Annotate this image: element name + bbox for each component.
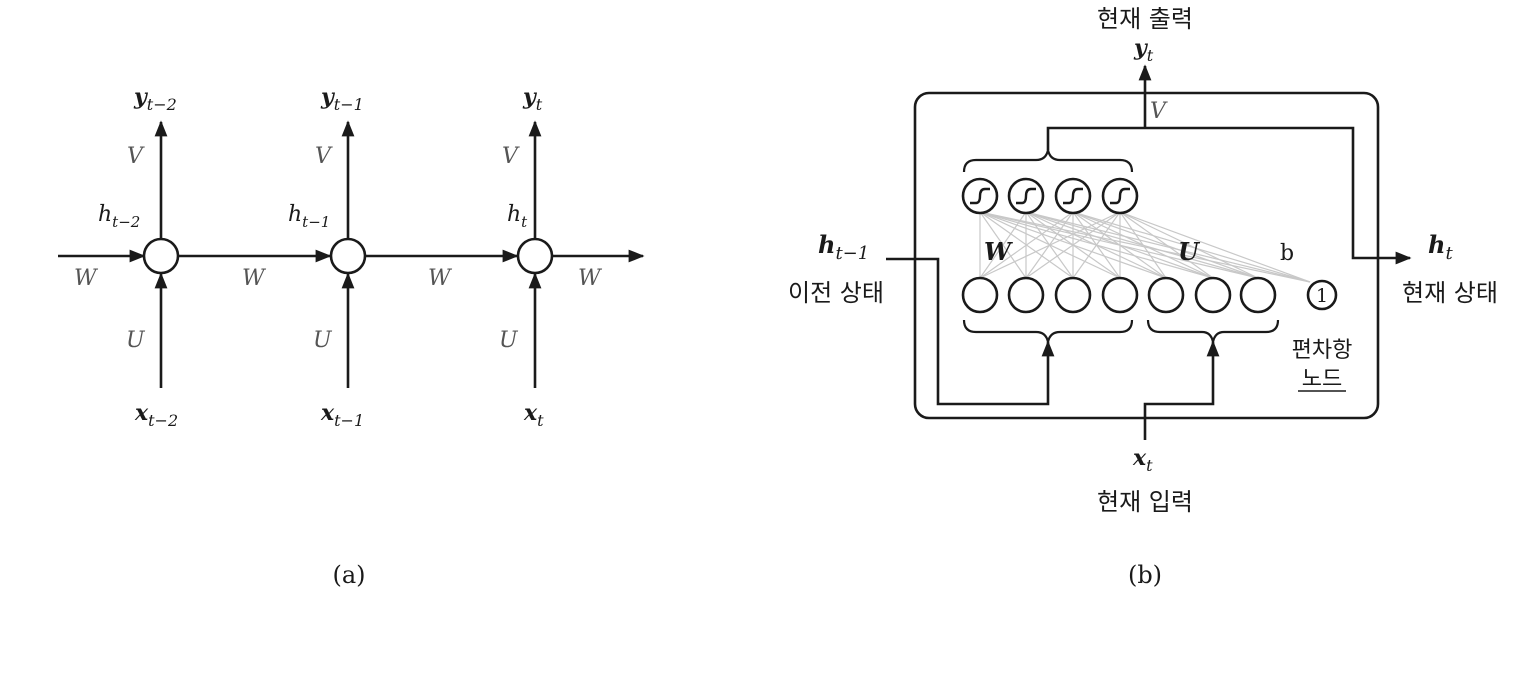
hidden-input-node	[1007, 276, 1045, 314]
weight-v-label: V	[1150, 99, 1168, 124]
output-label-t: yt	[522, 84, 543, 114]
weight-connections	[979, 211, 1311, 283]
weight-w-label: W	[242, 266, 267, 291]
hidden-input-node	[1054, 276, 1092, 314]
activation-nodes	[961, 177, 1139, 215]
hidden-input-node	[961, 276, 999, 314]
sigmoid-icon	[1016, 187, 1036, 205]
bias-node	[1306, 279, 1338, 311]
hidden-node-t	[516, 237, 554, 275]
sigmoid-icon	[970, 187, 990, 205]
weight-v-label: V	[127, 144, 145, 169]
hidden-label-t-2: ht−2	[98, 202, 140, 231]
weight-u-label: U	[499, 328, 519, 353]
hidden-brace	[962, 319, 1134, 343]
weight-w-label: W	[74, 266, 99, 291]
current-input-label: 현재 입력	[1097, 488, 1193, 516]
current-output-label: 현재 출력	[1097, 5, 1193, 33]
caption-a: (a)	[332, 561, 365, 589]
prev-state-path	[886, 257, 1055, 406]
cell-box	[913, 91, 1380, 420]
weight-w-label: W	[984, 237, 1013, 266]
weight-v-label: V	[502, 144, 520, 169]
input-brace	[1146, 319, 1280, 343]
hidden-label-t-1: ht−1	[288, 202, 330, 231]
state-output-path	[1046, 126, 1412, 265]
prev-state-label: 이전 상태	[788, 279, 884, 307]
panel-b-rnn-cell: 1 현재 출력 yt V W U b ht−1 이전 상태 ht 현재 상태 편…	[788, 5, 1498, 589]
weight-v-label: V	[315, 144, 333, 169]
hidden-input-node	[1101, 276, 1139, 314]
x-input-node	[1194, 276, 1232, 314]
input-label-t: xt	[523, 400, 544, 430]
x-input-node	[1147, 276, 1185, 314]
weight-w-label: W	[428, 266, 453, 291]
output-brace	[962, 149, 1134, 173]
current-state-label: 현재 상태	[1402, 279, 1498, 307]
current-state-h-label: ht	[1428, 230, 1453, 264]
bias-node-label: 편차항	[1292, 338, 1353, 363]
x-input-node	[1239, 276, 1277, 314]
weight-u-label: U	[126, 328, 146, 353]
sigmoid-icon	[1063, 187, 1083, 205]
hidden-node-t-1	[329, 237, 367, 275]
weight-w-label: W	[578, 266, 603, 291]
prev-state-h-label: ht−1	[818, 230, 869, 264]
input-path	[1143, 340, 1220, 440]
input-x-label: xt	[1132, 445, 1153, 475]
caption-b: (b)	[1128, 561, 1162, 589]
bias-b-label: b	[1280, 241, 1294, 266]
input-label-t-2: xt−2	[134, 400, 178, 430]
hidden-label-t: ht	[507, 202, 528, 231]
input-label-t-1: xt−1	[320, 400, 364, 430]
sigmoid-icon	[1110, 187, 1130, 205]
output-label-t-1: yt−1	[320, 84, 364, 114]
input-nodes: 1	[961, 276, 1338, 314]
panel-a-unrolled-rnn: W W W W V V V U U U yt−2 yt−1 yt ht−2 ht…	[58, 84, 645, 589]
output-y-label: yt	[1133, 35, 1154, 65]
output-label-t-2: yt−2	[133, 84, 177, 114]
bias-node-label-2: 노드	[1302, 367, 1342, 392]
hidden-node-t-2	[142, 237, 180, 275]
bias-value: 1	[1316, 285, 1328, 307]
weight-u-label: U	[313, 328, 333, 353]
weight-u-label: U	[1178, 237, 1201, 266]
